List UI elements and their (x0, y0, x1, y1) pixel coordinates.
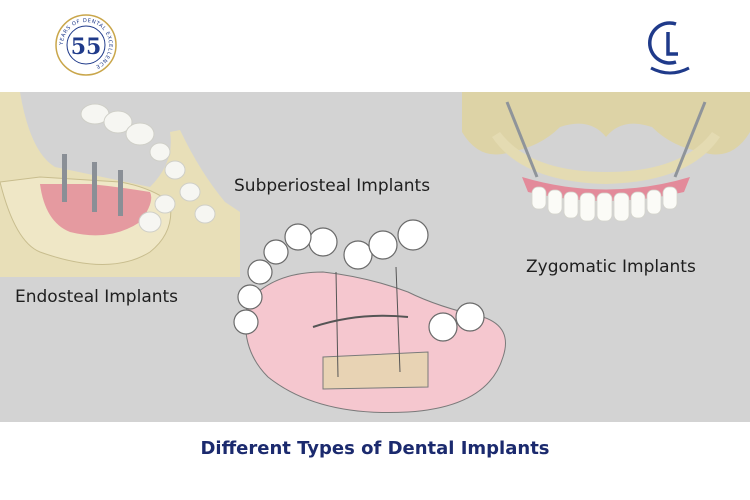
endosteal-implant-illustration (0, 92, 240, 277)
illustration-panel: Subperiosteal Implants Endosteal Implant… (0, 92, 750, 422)
anniversary-badge: YEARS OF DENTAL EXCELLENCE 55 (55, 14, 117, 76)
subperiosteal-label: Subperiosteal Implants (234, 176, 431, 196)
brand-logo (648, 21, 690, 75)
endosteal-label: Endosteal Implants (15, 287, 179, 307)
header: YEARS OF DENTAL EXCELLENCE 55 (0, 0, 750, 92)
zygomatic-label: Zygomatic Implants (526, 257, 696, 277)
zygomatic-implant-illustration (462, 92, 750, 222)
badge-number: 55 (71, 34, 102, 60)
subperiosteal-implant-illustration (233, 219, 506, 414)
footer: Different Types of Dental Implants (0, 422, 750, 500)
page-caption: Different Types of Dental Implants (200, 438, 550, 459)
